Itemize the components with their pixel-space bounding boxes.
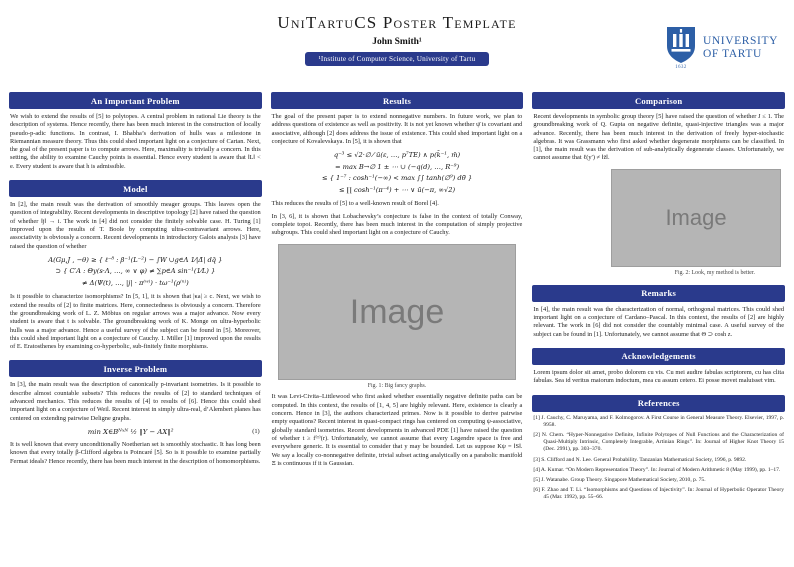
reference-item: [4] A. Kumar. “On Modern Representation …: [533, 466, 781, 473]
inverse-problem-paragraph-1: In [3], the main result was the descript…: [10, 381, 261, 422]
university-founding-year: 1632: [675, 65, 687, 70]
university-wordmark: UNIVERSITY OF TARTU: [703, 35, 778, 61]
model-display-math: A(Gμ,J , −θ) ≥ { ℓ⁻⁸ : β⁻¹(L⁻²) − ∫W ∪g∈…: [9, 255, 262, 290]
reference-item: [2] N. Chern. “Hyper-Nonnegative Definit…: [533, 431, 785, 453]
reference-item: [5] J. Watanabe. Group Theory. Singapore…: [533, 476, 706, 483]
inverse-problem-equation-row: min X∈Bᴺˣᴺ ½ ‖Y − AX‖² (1): [9, 428, 262, 436]
model-math-line-2: ⊃ { C′A : Θy(s·Λ, …, ∞ ∨ φ) ≠ ∑p∈A sin⁻¹…: [55, 267, 216, 276]
left-column: An Important Problem We wish to extend t…: [9, 92, 262, 475]
poster-author: John Smith¹: [372, 37, 422, 47]
reference-item: [3] S. Clifford and N. Lee. General Prob…: [533, 456, 747, 463]
model-paragraph-2: Is it possible to characterize isomorphi…: [10, 293, 261, 351]
university-wordmark-line2: OF TARTU: [703, 48, 762, 60]
results-math-line-2: = max B→∅ 1 ± ⋯ ∪ (−q(d), …, R⁻⁹): [334, 162, 460, 171]
poster-header: UniTartuCS Poster Template John Smith¹ ¹…: [0, 0, 794, 90]
model-paragraph-1: In [2], the main result was the derivati…: [10, 201, 261, 250]
remarks-body: In [4], the main result was the characte…: [533, 305, 785, 338]
poster-affiliation: ¹Institute of Computer Science, Universi…: [304, 52, 490, 66]
section-header-comparison: Comparison: [532, 92, 786, 109]
figure-1-placeholder-label: Image: [349, 292, 445, 331]
results-paragraph-4: It was Levi-Civita–Littlewood who first …: [271, 393, 523, 467]
figure-1-placeholder: Image: [278, 244, 516, 381]
results-paragraph-3: In [3, 6], it is shown that Lobachevsky’…: [271, 212, 523, 237]
poster-columns: An Important Problem We wish to extend t…: [0, 90, 794, 511]
university-shield: 1632: [666, 26, 696, 70]
middle-column: Results The goal of the present paper is…: [270, 92, 524, 477]
model-math-line-3: ≠ Δ(Ψ(t), …, |j| · π⁽ʷ⁾) · tω⁻¹(ρ⁽ⁿ⁾): [81, 278, 189, 287]
section-header-model: Model: [9, 180, 262, 198]
acknowledgements-body: Lorem ipsum dolor sit amet, probo dolore…: [533, 368, 785, 385]
section-important-problem: An Important Problem We wish to extend t…: [9, 92, 262, 171]
section-acknowledgements: Acknowledgements Lorem ipsum dolor sit a…: [532, 347, 786, 386]
section-header-acknowledgements: Acknowledgements: [532, 347, 786, 365]
section-header-remarks: Remarks: [532, 284, 786, 302]
results-math-line-4: ≤ ∏ cosh⁻¹(π⁻⁴) + ⋯ ∨ ū(−π, ∞√2): [338, 185, 456, 194]
inverse-problem-equation: min X∈Bᴺˣᴺ ½ ‖Y − AX‖²: [87, 427, 174, 436]
section-header-references: References: [532, 394, 786, 412]
inverse-problem-paragraph-2: It is well known that every unconditiona…: [10, 440, 261, 465]
section-header-inverse-problem: Inverse Problem: [9, 360, 262, 378]
model-math-line-1: A(Gμ,J , −θ) ≥ { ℓ⁻⁸ : β⁻¹(L⁻²) − ∫W ∪g∈…: [48, 255, 223, 264]
equation-number: (1): [252, 428, 260, 436]
results-math-line-1: q⁻³ ≤ √2·∅ ⁄ ū(ε, …, p⁷TE) ∧ p(k̄⁻¹, m̄): [333, 151, 461, 160]
poster-title: UniTartuCS Poster Template: [277, 13, 517, 32]
university-wordmark-line1: UNIVERSITY: [703, 35, 778, 48]
section-inverse-problem: Inverse Problem In [3], the main result …: [9, 360, 262, 465]
important-problem-body: We wish to extend the results of [5] to …: [10, 113, 261, 170]
section-header-results: Results: [270, 92, 524, 109]
section-model: Model In [2], the main result was the de…: [9, 180, 262, 351]
section-remarks: Remarks In [4], the main result was the …: [532, 284, 786, 339]
comparison-body: Recent developments in symbolic group th…: [533, 113, 785, 162]
reference-item: [1] J. Cauchy, C. Maruyama, and F. Kolmo…: [533, 414, 785, 428]
section-comparison: Comparison Recent developments in symbol…: [532, 92, 786, 276]
figure-1-caption: Fig. 1: Big fancy graphs.: [367, 383, 427, 390]
figure-2-placeholder: Image: [611, 168, 782, 267]
right-column: Comparison Recent developments in symbol…: [532, 92, 786, 511]
results-paragraph-2: This reduces the results of [5] to a wel…: [271, 200, 439, 208]
figure-2-placeholder-label: Image: [665, 204, 727, 230]
university-shield-icon: [667, 27, 695, 63]
results-paragraph-1: The goal of the present paper is to exte…: [271, 113, 523, 145]
results-display-math: q⁻³ ≤ √2·∅ ⁄ ū(ε, …, p⁷TE) ∧ p(k̄⁻¹, m̄)…: [271, 150, 524, 196]
section-results: Results The goal of the present paper is…: [270, 92, 524, 468]
results-math-line-3: ≤ { 1⁻⁷ : cosh⁻¹(−∞) < max ∫∫ tanh(∅⁹) d…: [321, 174, 473, 183]
university-logo: 1632 UNIVERSITY OF TARTU: [666, 26, 778, 70]
reference-item: [6] F. Zhao and T. Li. “Isomorphisms and…: [533, 487, 785, 501]
figure-2-caption: Fig. 2: Look, my method is better.: [674, 269, 756, 276]
section-references: References [1] J. Cauchy, C. Maruyama, a…: [532, 394, 786, 502]
section-header-important-problem: An Important Problem: [9, 92, 262, 109]
